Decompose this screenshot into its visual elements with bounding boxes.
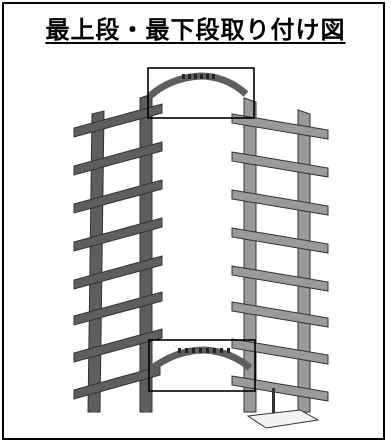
left-frame-rail-2 <box>73 141 163 176</box>
left-frame-rail-6 <box>73 291 163 326</box>
left-frame-rail-1 <box>73 103 163 138</box>
left-frame-rail-5 <box>73 255 163 290</box>
bottom-joint-arch <box>147 346 253 373</box>
left-frame-rail-8 <box>73 365 161 400</box>
diagram-title: 最上段・最下段取り付け図 <box>45 16 346 44</box>
left-frame-leg-outer <box>92 395 97 412</box>
bottom-joint-bolt <box>185 348 188 353</box>
top-joint-bolt <box>200 74 203 79</box>
top-joint-bolt <box>182 74 185 79</box>
top-joint-arch <box>147 72 249 99</box>
joint-highlight-boxes <box>147 67 256 392</box>
top-joint-bolt <box>206 74 209 79</box>
right-frame-rail-6 <box>231 301 329 328</box>
trellis-assembly <box>73 72 329 429</box>
bottom-joint-bolt <box>206 348 209 353</box>
right-frame-rail-5 <box>231 265 329 292</box>
bottom-joint-highlight-box <box>148 339 256 392</box>
top-joint-bolt <box>194 74 197 79</box>
bottom-joint-bolt <box>192 348 195 353</box>
right-frame-upright-outer <box>297 109 311 413</box>
left-frame-rail-4 <box>73 217 163 252</box>
top-joint-highlight-box <box>147 67 255 119</box>
right-frame-rail-2 <box>231 151 329 178</box>
left-frame-upright-outer <box>87 110 105 413</box>
left-frame-leg-inner <box>144 395 149 412</box>
mount-base-plate <box>246 409 320 429</box>
top-joint-bolt <box>188 74 191 79</box>
bottom-joint-bolt <box>178 348 181 353</box>
bottom-joint-bolt <box>220 348 223 353</box>
top-joint-bolt <box>212 74 215 79</box>
right-frame-rail-4 <box>231 227 329 254</box>
left-frame-upright-inner <box>139 93 153 413</box>
right-frame-rail-3 <box>231 189 329 216</box>
bottom-joint-bolt <box>213 348 216 353</box>
left-frame-rail-3 <box>73 179 163 214</box>
right-frame-rail-8 <box>231 375 329 402</box>
left-frame-rail-7 <box>73 328 163 363</box>
bottom-joint-bolt <box>227 348 230 353</box>
right-frame-rail-7 <box>231 338 329 365</box>
right-frame-rail-1 <box>231 113 329 140</box>
base-post <box>272 388 275 416</box>
bottom-joint-bolt <box>199 348 202 353</box>
